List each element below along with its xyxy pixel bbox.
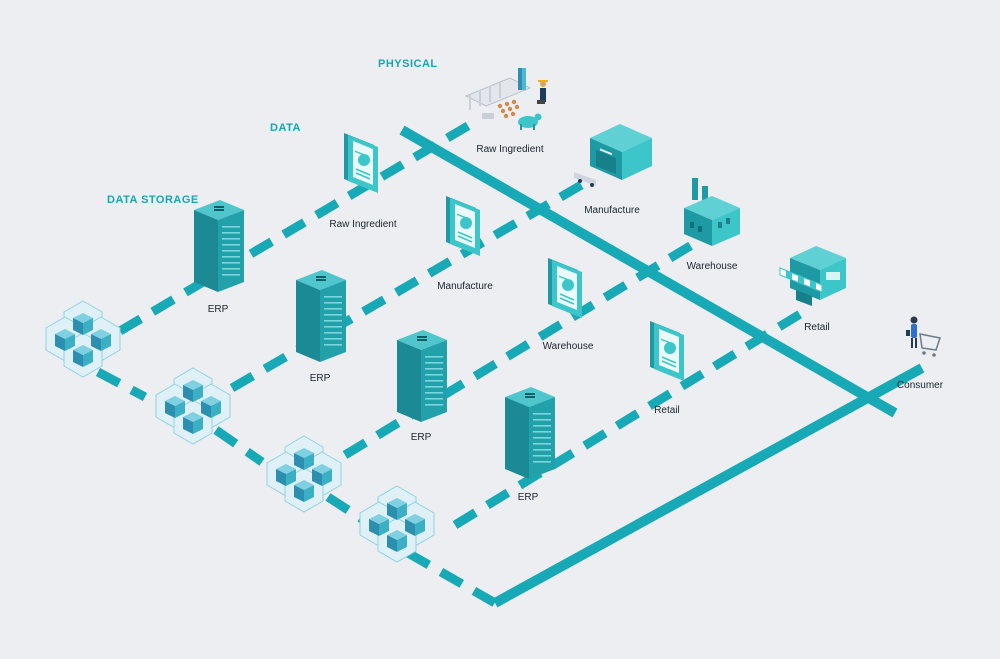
- data-doc-manufacture-icon: [445, 195, 481, 257]
- manufacture-building-icon: [574, 124, 652, 187]
- retail-store-icon: [779, 246, 846, 306]
- data-doc-retail-icon: [649, 320, 685, 382]
- erp-server-3-icon: [397, 330, 447, 422]
- physical-label-raw-ingredient: Raw Ingredient: [476, 144, 544, 155]
- data-label-manufacture: Manufacture: [437, 281, 493, 292]
- data-doc-warehouse-icon: [547, 257, 583, 319]
- data-track: [95, 116, 813, 607]
- erp-server-1-icon: [194, 200, 244, 292]
- storage-label-erp-3: ERP: [410, 432, 432, 443]
- data-label-retail: Retail: [654, 405, 680, 416]
- data-label-warehouse: Warehouse: [542, 341, 594, 352]
- data-label-raw-ingredient: Raw Ingredient: [329, 219, 397, 230]
- physical-label-manufacture: Manufacture: [584, 205, 640, 216]
- storage-label-erp-2: ERP: [309, 373, 331, 384]
- physical-label-retail: Retail: [804, 322, 830, 333]
- data-doc-raw-ingredient-icon: [343, 132, 379, 194]
- layer-title-data: DATA: [270, 122, 301, 134]
- farm-icon: [464, 68, 548, 130]
- blockchain-cluster-1: [45, 300, 121, 378]
- layer-title-physical: PHYSICAL: [378, 58, 438, 70]
- physical-label-consumer: Consumer: [896, 380, 944, 391]
- erp-server-4-icon: [505, 387, 555, 479]
- storage-label-erp-4: ERP: [517, 492, 539, 503]
- blockchain-cluster-4: [359, 485, 435, 563]
- warehouse-factory-icon: [684, 178, 740, 246]
- layer-title-data-storage: DATA STORAGE: [107, 194, 199, 206]
- physical-label-warehouse: Warehouse: [686, 261, 738, 272]
- storage-label-erp-1: ERP: [207, 304, 229, 315]
- erp-server-2-icon: [296, 270, 346, 362]
- consumer-shopper-icon: [906, 316, 941, 357]
